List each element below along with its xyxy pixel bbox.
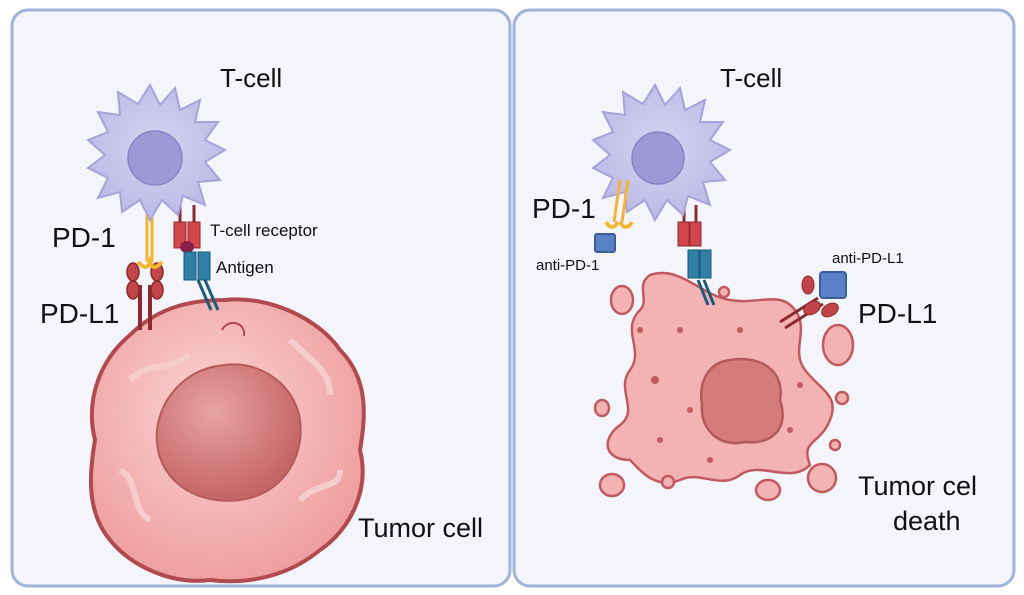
- anti-pdl1-label: anti-PD-L1: [832, 250, 904, 267]
- dying-tumor-cell: [593, 271, 855, 502]
- dying-tumor-nucleus: [699, 357, 784, 445]
- pd1-receptor-right: [604, 179, 634, 229]
- tcell-label-right: T-cell: [720, 63, 782, 93]
- anti-pd1-antibody: [594, 233, 616, 253]
- t-cell-nucleus-right: [631, 131, 685, 185]
- pdl1-label: PD-L1: [40, 298, 119, 329]
- pd1-label: PD-1: [52, 222, 116, 253]
- antigen-label: Antigen: [216, 258, 274, 277]
- tcell-label: T-cell: [220, 63, 282, 93]
- pdl1-label-right: PD-L1: [858, 298, 937, 329]
- pdl1-receptor-blocked: [779, 275, 839, 330]
- tumor-nucleus: [155, 363, 302, 502]
- tcr-antigen-complex-right: [677, 205, 716, 306]
- tumor-cell-label: Tumor cell: [358, 513, 483, 543]
- tumor-death-label-line2: death: [893, 506, 961, 536]
- tumor-death-label-line1: Tumor cel: [858, 471, 977, 501]
- pd1-label-right: PD-1: [532, 193, 596, 224]
- anti-pdl1-antibody: [819, 271, 847, 299]
- anti-pd1-label: anti-PD-1: [536, 257, 599, 274]
- tumor-cell: [88, 297, 366, 584]
- t-cell-nucleus: [127, 130, 183, 186]
- pdl1-receptor: [126, 262, 164, 330]
- t-cell: [86, 82, 228, 223]
- tcr-label: T-cell receptor: [210, 221, 318, 240]
